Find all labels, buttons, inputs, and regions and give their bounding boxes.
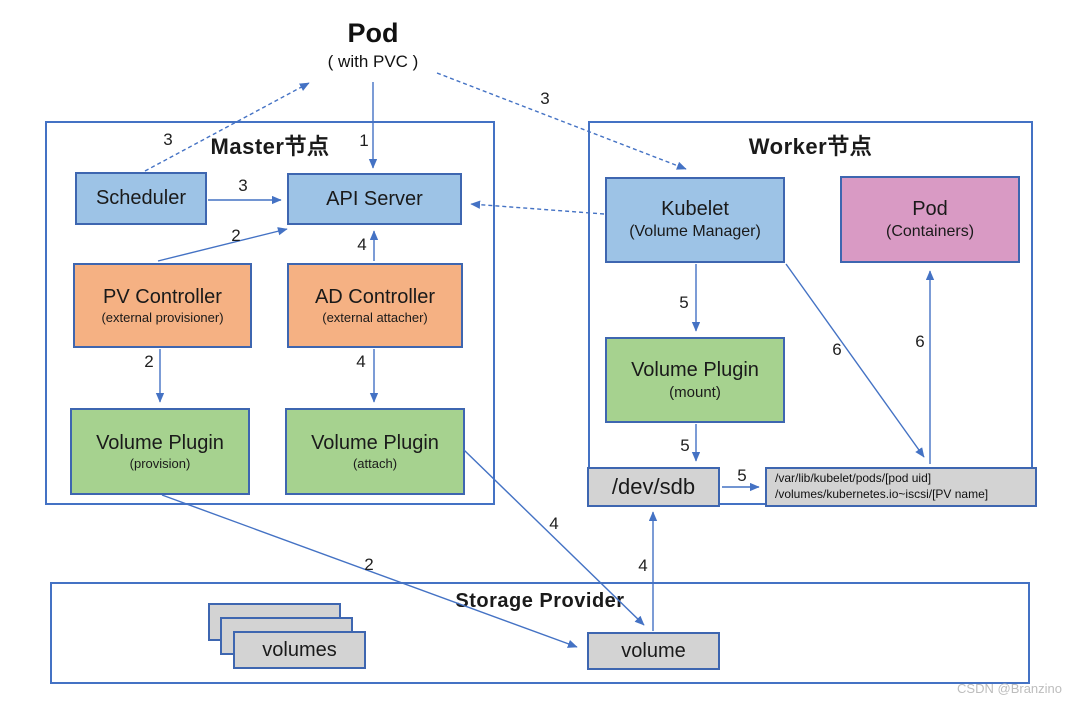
pv-controller-label: PV Controller <box>103 285 222 308</box>
ad-controller-node: AD Controller (external attacher) <box>287 263 463 348</box>
scheduler-node: Scheduler <box>75 172 207 225</box>
kubelet-label: Kubelet <box>661 198 729 221</box>
volume-plugin-provision-sublabel: (provision) <box>129 455 191 471</box>
kubelet-node: Kubelet (Volume Manager) <box>605 177 785 263</box>
pv-controller-sublabel: (external provisioner) <box>101 309 224 325</box>
step-label-2-pv-provision: 2 <box>144 352 154 371</box>
ad-controller-label: AD Controller <box>314 285 436 308</box>
step-label-3-scheduler-api: 3 <box>238 176 248 195</box>
pod-with-pvc: Pod ( with PVC ) <box>273 18 473 72</box>
worker-section-title: Worker节点 <box>748 134 873 159</box>
step-label-3-pod-kubelet: 3 <box>540 89 550 108</box>
volume-plugin-provision-node: Volume Plugin (provision) <box>70 408 250 495</box>
kubelet-path-line2: /volumes/kubernetes.io~iscsi/[PV name] <box>775 487 989 501</box>
pod-containers-sublabel: (Containers) <box>885 222 975 240</box>
step-label-5-kubelet-mount: 5 <box>679 293 689 312</box>
volumes-stack-front: volumes <box>233 631 366 669</box>
step-label-5-mount-devsdb: 5 <box>680 436 690 455</box>
ad-controller-sublabel: (external attacher) <box>322 309 428 325</box>
step-label-1-pod-api: 1 <box>359 131 369 150</box>
step-label-6-path-pod: 6 <box>915 332 925 351</box>
csdn-watermark: CSDN @Branzino <box>957 681 1062 696</box>
step-label-4-volume-devsdb: 4 <box>638 556 648 575</box>
step-label-4-attach-volume: 4 <box>549 514 559 533</box>
pod-with-pvc-title: Pod <box>347 18 399 48</box>
pv-controller-node: PV Controller (external provisioner) <box>73 263 252 348</box>
volume-node: volume <box>587 632 720 670</box>
pod-containers-node: Pod (Containers) <box>840 176 1020 263</box>
volume-plugin-attach-sublabel: (attach) <box>352 455 398 471</box>
kubelet-path-line1: /var/lib/kubelet/pods/[pod uid] <box>775 471 932 486</box>
step-label-2-pv-api: 2 <box>231 226 241 245</box>
step-label-6-kubelet-path: 6 <box>832 340 842 359</box>
dev-sdb-label: /dev/sdb <box>611 474 696 499</box>
volume-plugin-attach-label: Volume Plugin <box>311 431 439 454</box>
volume-plugin-provision-label: Volume Plugin <box>96 431 224 454</box>
kubelet-path-node: /var/lib/kubelet/pods/[pod uid] /volumes… <box>765 467 1037 507</box>
volume-plugin-mount-sublabel: (mount) <box>669 383 721 401</box>
volume-label: volume <box>621 639 686 662</box>
volume-plugin-attach-node: Volume Plugin (attach) <box>285 408 465 495</box>
volume-plugin-mount-node: Volume Plugin (mount) <box>605 337 785 423</box>
dev-sdb-node: /dev/sdb <box>587 467 720 507</box>
step-label-2-provision-volume: 2 <box>364 555 374 574</box>
volumes-label: volumes <box>262 638 337 661</box>
pod-containers-label: Pod <box>912 197 948 220</box>
step-label-5-devsdb-path: 5 <box>737 466 747 485</box>
storage-provider-title: Storage Provider <box>455 590 625 612</box>
volume-plugin-mount-label: Volume Plugin <box>631 358 759 381</box>
kubelet-sublabel: (Volume Manager) <box>629 223 761 241</box>
api-server-label: API Server <box>326 187 423 210</box>
step-label-4-ad-attach: 4 <box>356 352 366 371</box>
pod-with-pvc-subtitle: ( with PVC ) <box>327 52 419 71</box>
api-server-node: API Server <box>287 173 462 225</box>
step-label-3-scheduler-pod: 3 <box>163 130 173 149</box>
scheduler-label: Scheduler <box>95 187 187 209</box>
storage-provider-section: Storage Provider <box>50 582 1030 684</box>
step-label-4-ad-api: 4 <box>357 235 367 254</box>
master-section-title: Master节点 <box>210 134 330 159</box>
